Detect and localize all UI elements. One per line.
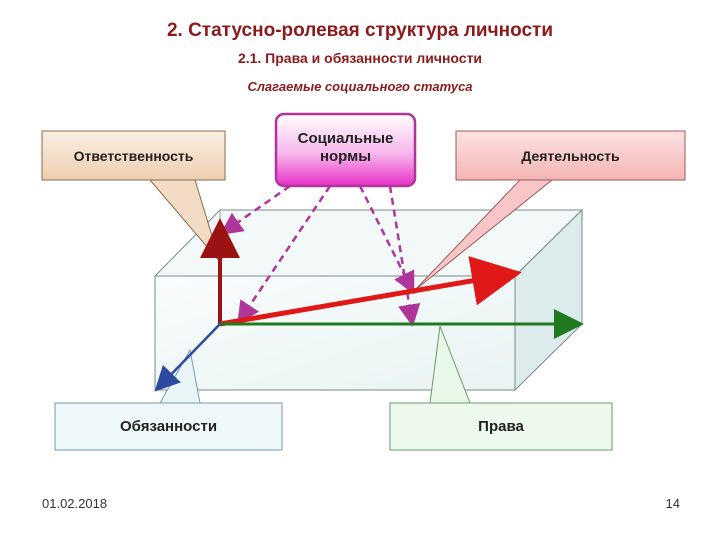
duties-vector (154, 323, 221, 392)
slide-title: 2. Статусно-ролевая структура личности (166, 20, 554, 41)
responsibility-label: Ответственность (73, 147, 194, 164)
norms-dashed-arrows (219, 184, 421, 327)
activity-box (455, 130, 686, 181)
box-front-face (154, 275, 516, 391)
duties-label: Обязанности (119, 418, 218, 435)
rights-box (389, 402, 613, 451)
page-number: 14 (665, 496, 680, 511)
norms-to-activity-arrow (358, 185, 415, 295)
activity-label: Деятельность (521, 147, 620, 164)
rights-label: Права (478, 418, 524, 435)
norms-to-duties-arrow (237, 185, 332, 325)
slide-subtitle: 2.1. Права и обязанности личности (237, 50, 483, 66)
slide-subheading: Слагаемые социального статуса (247, 79, 473, 94)
activity-vector (219, 256, 522, 327)
norms-to-responsibility-arrow (219, 184, 291, 235)
duties-box (54, 402, 283, 451)
social-norms-label: Социальные нормы (297, 130, 394, 165)
social-norms-box (274, 112, 417, 188)
norms-to-rights-arrow (388, 185, 421, 327)
responsibility-box (41, 130, 226, 181)
footer-date: 01.02.2018 (42, 496, 108, 511)
